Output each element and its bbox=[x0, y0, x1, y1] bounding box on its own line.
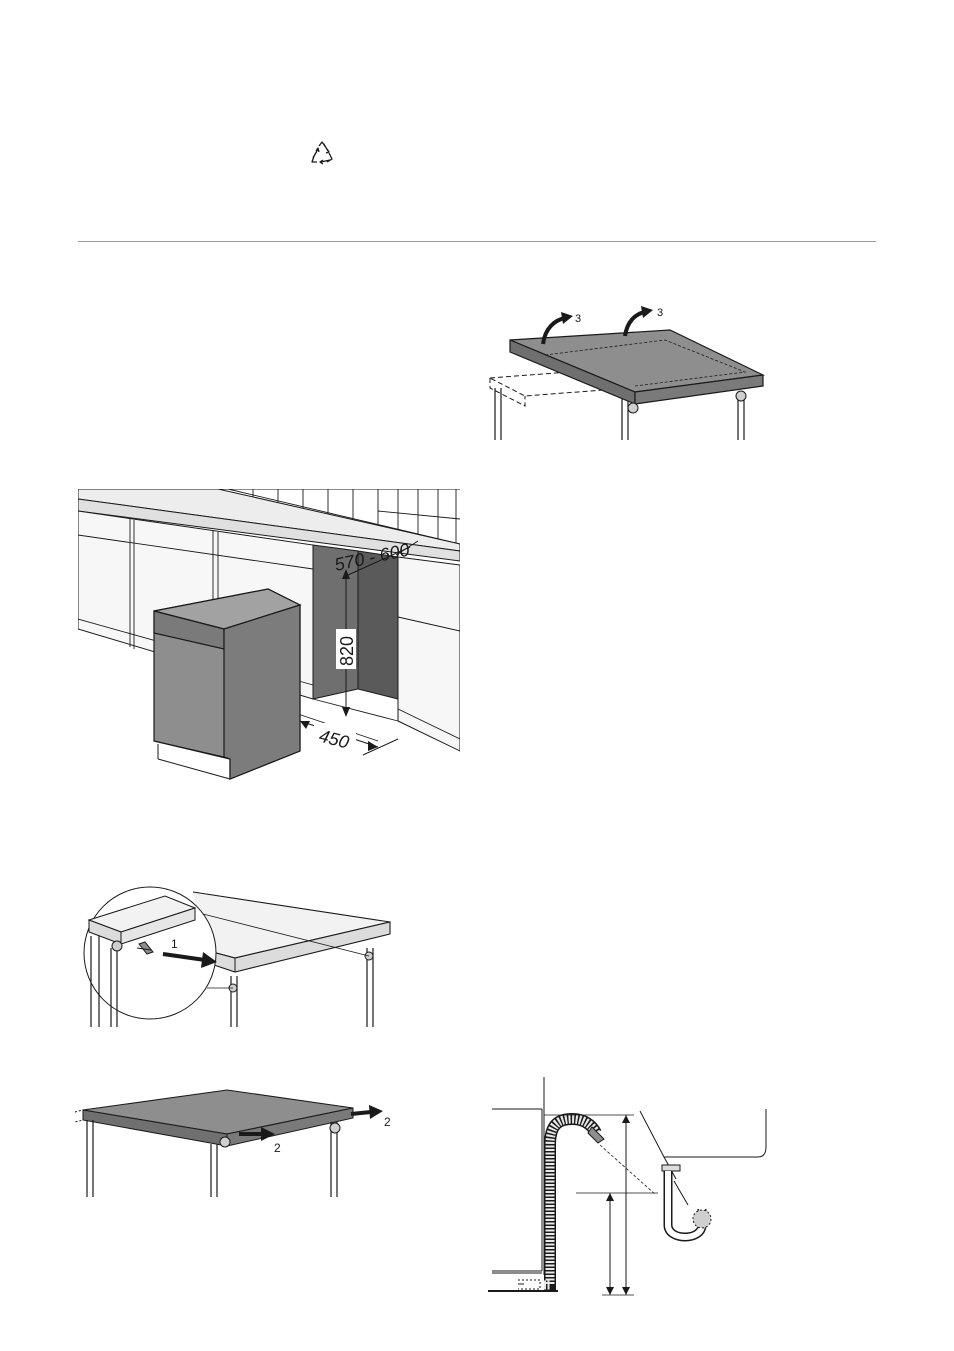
figure-worktop-lift: 3 3 bbox=[485, 300, 775, 445]
screw-step-label: 1 bbox=[171, 937, 178, 951]
dimension-height: 820 bbox=[337, 636, 357, 666]
arrow-label-2: 3 bbox=[657, 307, 663, 319]
figure-slide-off: 2 2 bbox=[75, 1086, 400, 1201]
slide-step-label-1: 2 bbox=[274, 1141, 281, 1155]
recycle-icon bbox=[308, 140, 336, 168]
figure-niche-dimensions: 820 570 - 600 450 bbox=[78, 489, 460, 789]
slide-step-label-2: 2 bbox=[384, 1115, 391, 1129]
figure-screw-removal: 1 bbox=[75, 886, 395, 1031]
arrow-label-1: 3 bbox=[575, 313, 581, 325]
figure-drain-hose bbox=[488, 1075, 770, 1301]
section-divider bbox=[78, 241, 876, 242]
